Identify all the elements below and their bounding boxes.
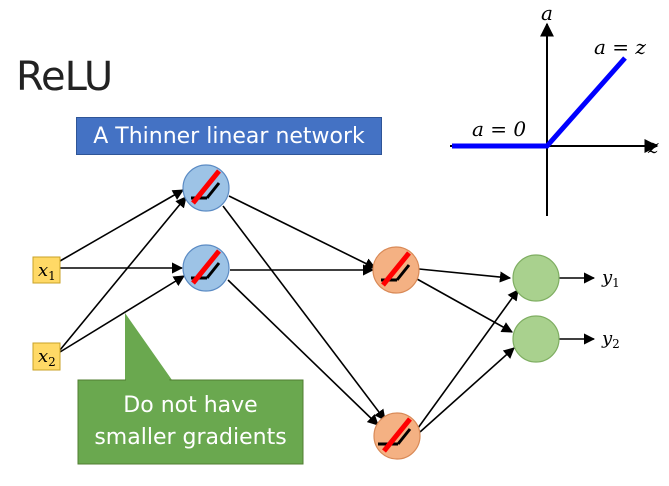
hidden1-neuron-1 — [182, 164, 230, 212]
callout-text: Do not have smaller gradients — [78, 380, 303, 464]
relu-active-icon — [382, 417, 412, 453]
slide-title: ReLU — [16, 54, 113, 100]
input-label-x1: x1 — [38, 260, 56, 283]
output-label-y1: y1 — [601, 267, 620, 290]
output-label-y2: y2 — [601, 328, 620, 351]
graph-x-label: z — [647, 134, 659, 158]
hidden-layer-2 — [372, 246, 421, 460]
hidden-layer-1 — [182, 164, 230, 292]
graph-lower-label: a = 0 — [472, 117, 526, 141]
output-neuron-1 — [512, 254, 560, 302]
callout-line-2: smaller gradients — [94, 425, 287, 450]
graph-y-label: a — [541, 1, 553, 25]
input-nodes: x1 x2 — [32, 256, 61, 371]
input-label-x2: x2 — [38, 346, 56, 369]
relu-graph: a z a = z a = 0 — [450, 1, 659, 216]
input-node-x2 — [32, 342, 61, 371]
output-layer: y1 y2 — [512, 254, 620, 363]
relu-active-icon — [191, 249, 221, 285]
output-neuron-2 — [512, 315, 560, 363]
relu-curve — [452, 56, 627, 149]
network-banner: A Thinner linear network — [76, 117, 382, 155]
relu-active-icon — [381, 251, 411, 287]
hidden2-neuron-2 — [373, 412, 421, 460]
relu-active-icon — [191, 169, 221, 205]
callout-line-1: Do not have — [123, 393, 258, 418]
hidden1-neuron-2 — [182, 244, 230, 292]
input-node-x1 — [32, 256, 61, 284]
hidden2-neuron-1 — [372, 246, 420, 294]
graph-upper-label: a = z — [594, 35, 646, 59]
connections — [59, 189, 596, 433]
callout-shape — [77, 313, 304, 465]
